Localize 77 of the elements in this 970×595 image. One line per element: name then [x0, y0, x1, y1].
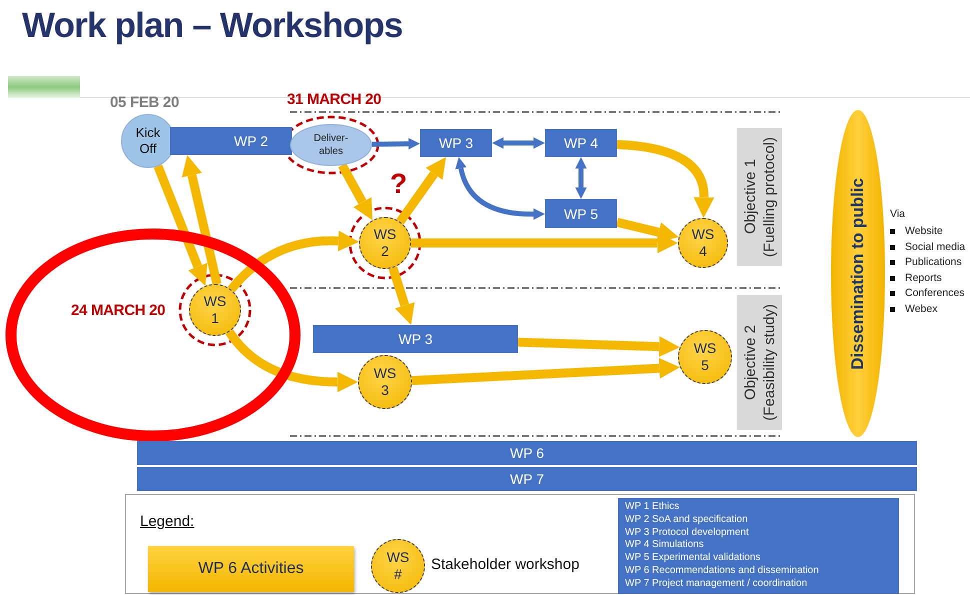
arrow — [154, 164, 208, 286]
workshop-circle — [678, 218, 728, 268]
arrow — [455, 157, 545, 220]
node-label: Deliver-ables — [312, 132, 350, 158]
slide-title: Work plan – Workshops — [22, 6, 403, 46]
list-item: Website — [888, 225, 943, 237]
work-package-box — [545, 129, 617, 157]
node-label: WS 3 — [372, 365, 398, 399]
objective-box — [737, 295, 782, 430]
workshop-circle — [678, 330, 732, 384]
work-package-box — [420, 129, 492, 157]
list-item: Publications — [888, 256, 962, 268]
list-item: WP 5 Experimental validations — [625, 552, 760, 565]
node-label: WP 2 — [234, 133, 268, 149]
arrow — [338, 163, 372, 220]
node-label: WS 2 — [372, 226, 398, 260]
legend-title: Legend: — [140, 513, 194, 530]
list-item: Webex — [888, 302, 938, 314]
list-item: WP 3 Protocol development — [625, 526, 749, 540]
list-item: WP 2 SoA and specification — [625, 514, 748, 527]
arrow — [182, 155, 222, 286]
node-label: WS 5 — [692, 340, 718, 374]
list-item: Reports — [888, 272, 942, 284]
work-package-box — [137, 467, 917, 491]
node-label: WP 4 — [564, 135, 598, 151]
node-label: WS 4 — [690, 226, 716, 260]
arrow — [226, 329, 358, 392]
work-package-box — [313, 325, 518, 353]
legend-text: Stakeholder workshop — [431, 556, 580, 573]
workshop-circle — [371, 539, 425, 593]
node-label: WS # — [386, 549, 410, 583]
node-label: WP 5 — [564, 206, 598, 222]
list-item: Conferences — [888, 287, 965, 299]
date-label: 05 FEB 20 — [110, 94, 180, 111]
arrow — [616, 218, 679, 242]
legend-activity-box — [148, 546, 354, 592]
node-label: Kick Off — [134, 125, 162, 157]
node-label: WP 6 — [510, 445, 544, 461]
question-mark: ? — [390, 168, 408, 200]
node-label: WP 7 — [510, 471, 544, 487]
objective-box — [737, 128, 782, 266]
arrow — [396, 157, 446, 224]
objective-text: (Fuelling protocol) — [760, 136, 778, 258]
arrow — [372, 138, 420, 150]
highlight-ellipse — [5, 228, 301, 442]
objective-text: (Feasibility study) — [760, 304, 778, 421]
date-label: 24 MARCH 20 — [71, 302, 166, 319]
deliverables-ellipse — [290, 124, 372, 166]
list-item: WP 6 Recommendations and dissemination — [625, 564, 819, 578]
objective-text: Objective 2 — [742, 324, 758, 400]
arrow — [228, 230, 360, 293]
arrow — [412, 358, 680, 386]
node-label: WP 3 — [398, 331, 432, 347]
list-heading: Via — [890, 208, 905, 220]
list-item: WP 7 Project management / coordination — [625, 578, 808, 591]
workshop-circle — [358, 355, 412, 409]
date-label: 31 MARCH 20 — [287, 91, 382, 108]
arrow — [616, 140, 714, 218]
objective-text: Objective 1 — [742, 159, 758, 235]
arrow — [388, 266, 415, 325]
list-item: Social media — [888, 240, 966, 252]
list-item: WP 1 Ethics — [625, 501, 680, 514]
work-package-list — [618, 498, 899, 594]
workshop-circle — [359, 217, 411, 269]
node-label: WS 1 — [202, 293, 228, 327]
work-package-box — [137, 441, 917, 465]
arrow — [492, 137, 545, 149]
work-package-bar — [170, 127, 292, 155]
node-label: Dissemination to public — [848, 178, 868, 370]
arrow — [575, 157, 587, 199]
node-label: WP 3 — [439, 135, 473, 151]
legend-panel — [125, 494, 915, 594]
list-item: WP 4 Simulations — [625, 539, 704, 552]
workshop-circle — [189, 284, 241, 336]
work-package-box — [545, 199, 617, 228]
arrow — [518, 336, 680, 357]
node-label: WP 6 Activities — [198, 560, 304, 578]
